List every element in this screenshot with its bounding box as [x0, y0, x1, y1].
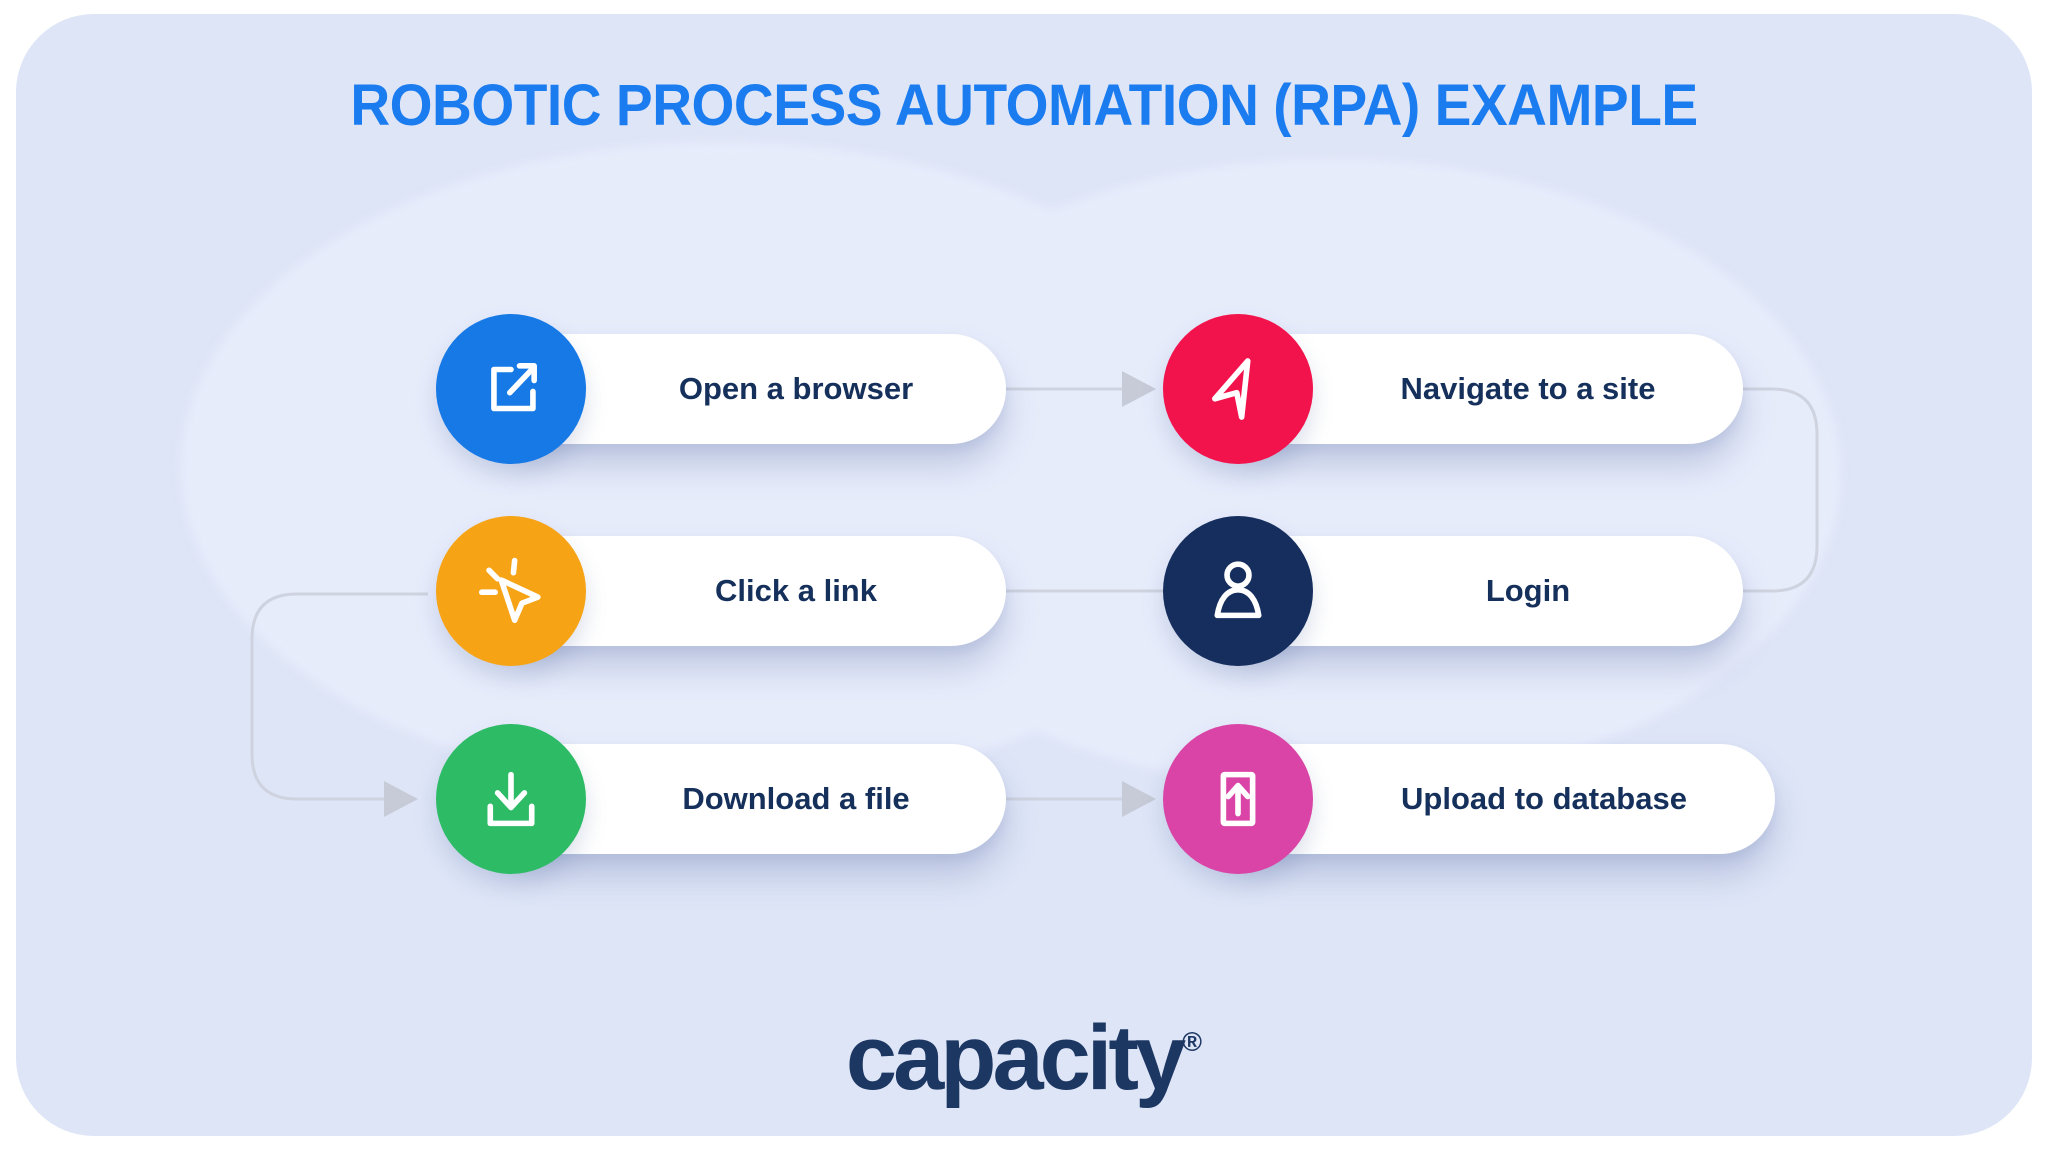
cursor-click-icon — [478, 557, 541, 624]
step-circle-navigate-to-a-site — [1163, 314, 1313, 464]
step-circle-download-a-file — [436, 724, 586, 874]
step-circle-click-a-link — [436, 516, 586, 666]
step-label: Open a browser — [678, 371, 914, 406]
external-link-icon — [491, 363, 537, 412]
step-circle-login — [1163, 516, 1313, 666]
registered-trademark-symbol: ® — [1182, 1027, 1203, 1057]
download-icon — [487, 771, 535, 827]
upload-icon — [1220, 771, 1256, 827]
step-circle-open-a-browser — [436, 314, 586, 464]
background-blob-right — [821, 159, 1841, 789]
capacity-logo: capacity® — [16, 1012, 2032, 1104]
connector-navigate-to-login — [1658, 387, 1819, 593]
arrowhead-right-row3 — [1122, 781, 1156, 817]
capacity-logo-text: capacity — [845, 1007, 1186, 1109]
step-label: Upload to database — [1401, 781, 1687, 816]
step-label: Navigate to a site — [1400, 371, 1656, 406]
user-icon — [1214, 561, 1262, 619]
connector-click-to-download — [250, 592, 428, 801]
arrowhead-right-download — [384, 781, 418, 817]
page-title: ROBOTIC PROCESS AUTOMATION (RPA) EXAMPLE — [350, 73, 1698, 138]
navigation-arrow-icon — [1212, 358, 1251, 420]
step-pill-navigate-to-a-site: Navigate to a site — [1218, 334, 1743, 444]
step-label: Download a file — [682, 781, 910, 816]
step-label: Click a link — [715, 573, 877, 608]
background-blob — [16, 14, 2032, 1136]
step-circle-upload-to-database — [1163, 724, 1313, 874]
rounded-background-card: ROBOTIC PROCESS AUTOMATION (RPA) EXAMPLE… — [16, 14, 2032, 1136]
arrowhead-right-row1 — [1122, 371, 1156, 407]
step-label: Login — [1485, 573, 1571, 608]
